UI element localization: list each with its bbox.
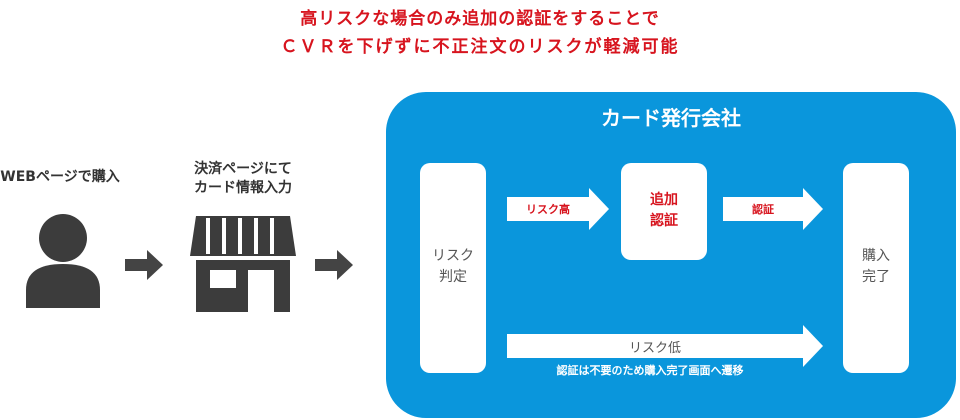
low-risk-label: リスク低 xyxy=(628,341,681,356)
user-icon xyxy=(26,214,100,308)
store-icon xyxy=(190,216,296,312)
auth-label: 認証 xyxy=(752,203,774,216)
arrow-right-icon xyxy=(315,250,353,280)
auth-arrow xyxy=(723,197,803,221)
payment-input-line-2: カード情報入力 xyxy=(194,180,292,196)
purchase-complete-line-1: 購入 xyxy=(862,248,890,264)
arrow-right-icon xyxy=(125,250,163,280)
payment-input-line-1: 決済ページにて xyxy=(194,161,292,177)
low-risk-arrow-head xyxy=(803,325,823,367)
high-risk-arrow-head xyxy=(589,188,609,230)
risk-judgement-box xyxy=(420,163,486,373)
card-issuer-title: カード発行会社 xyxy=(601,106,741,130)
additional-auth-line-1: 追加 xyxy=(650,192,678,208)
auth-arrow-head xyxy=(803,188,823,230)
purchase-complete-text: 購入 完了 xyxy=(843,246,909,288)
purchase-complete-line-2: 完了 xyxy=(862,269,890,285)
risk-judgement-text: リスク 判定 xyxy=(420,246,486,288)
low-risk-arrow xyxy=(507,334,803,358)
additional-auth-text: 追加 認証 xyxy=(621,190,707,232)
headline-line-2: ＣＶＲを下げずに不正注文のリスクが軽減可能 xyxy=(280,37,680,57)
payment-input-label: 決済ページにて カード情報入力 xyxy=(178,160,308,198)
low-risk-note: 認証は不要のため購入完了画面へ遷移 xyxy=(556,364,744,377)
high-risk-label: リスク高 xyxy=(526,203,570,216)
risk-judgement-line-2: 判定 xyxy=(439,269,467,285)
headline-line-1: 高リスクな場合のみ追加の認証をすることで xyxy=(300,9,660,29)
web-purchase-label: WEBページで購入 xyxy=(0,169,120,185)
additional-auth-line-2: 認証 xyxy=(650,213,678,229)
risk-judgement-line-1: リスク xyxy=(432,248,474,264)
high-risk-arrow xyxy=(507,197,589,221)
purchase-complete-box xyxy=(843,163,909,373)
additional-auth-box xyxy=(621,163,707,260)
